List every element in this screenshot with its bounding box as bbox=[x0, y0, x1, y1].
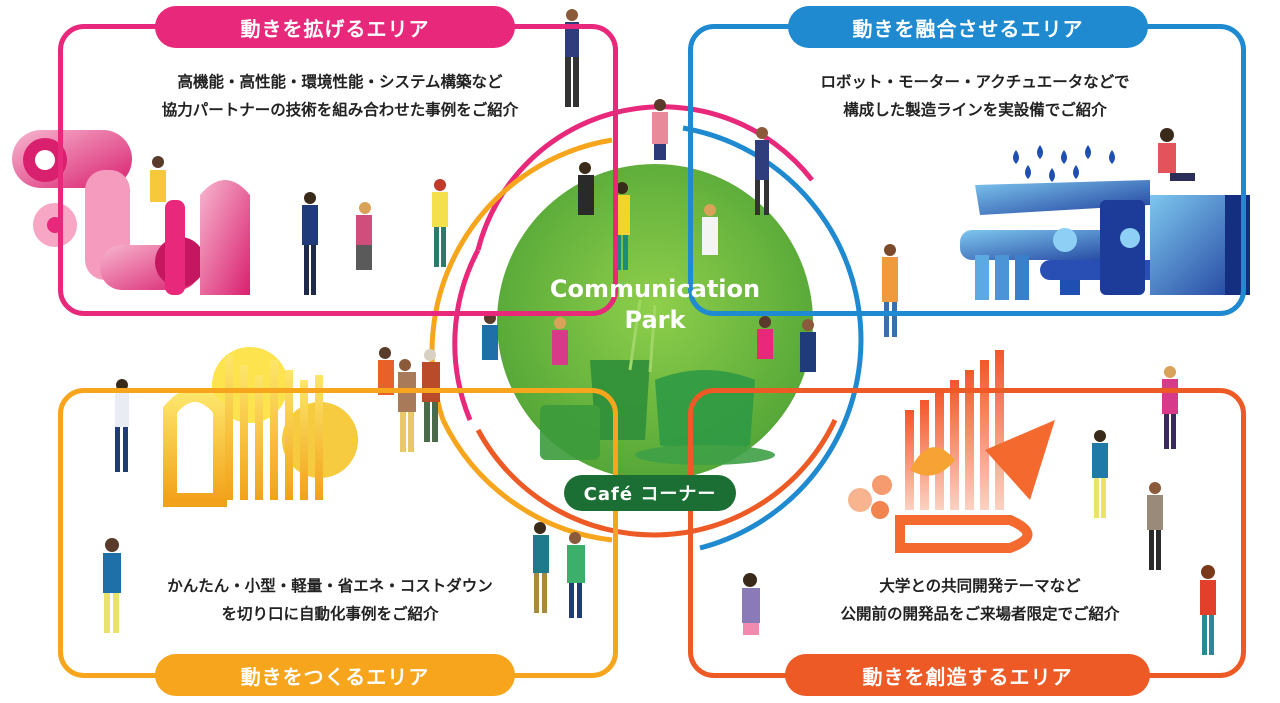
area-title-create: 動きを創造するエリア bbox=[785, 654, 1150, 696]
orange-machine-illustration bbox=[848, 350, 1055, 553]
area-description-create: 大学との共同開発テーマなど 公開前の開発品をご来場者限定でご紹介 bbox=[745, 572, 1215, 628]
description-line: ロボット・モーター・アクチュエータなどで bbox=[820, 73, 1130, 91]
area-description-fuse: ロボット・モーター・アクチュエータなどで 構成した製造ラインを実設備でご紹介 bbox=[735, 68, 1215, 124]
description-line: かんたん・小型・軽量・省エネ・コストダウン bbox=[167, 577, 493, 595]
description-line: を切り口に自動化事例をご紹介 bbox=[221, 605, 439, 623]
pink-machine-illustration bbox=[12, 130, 250, 295]
area-description-expand: 高機能・高性能・環境性能・システム構築など 協力パートナーの技術を組み合わせた事… bbox=[100, 68, 580, 124]
description-line: 公開前の開発品をご来場者限定でご紹介 bbox=[840, 605, 1120, 623]
area-panel-create bbox=[688, 388, 1246, 678]
area-title-make: 動きをつくるエリア bbox=[155, 654, 515, 696]
area-description-make: かんたん・小型・軽量・省エネ・コストダウン を切り口に自動化事例をご紹介 bbox=[120, 572, 540, 628]
yellow-machine-illustration bbox=[163, 347, 358, 507]
area-title-fuse: 動きを融合させるエリア bbox=[788, 6, 1148, 48]
cafe-corner-badge: Café コーナー bbox=[564, 475, 736, 511]
communication-park-title: Communication Park bbox=[520, 274, 790, 336]
blue-production-line-illustration bbox=[960, 145, 1250, 300]
center-title-line: Communication bbox=[549, 275, 761, 303]
description-line: 大学との共同開発テーマなど bbox=[879, 577, 1081, 595]
description-line: 高機能・高性能・環境性能・システム構築など bbox=[177, 73, 503, 91]
description-line: 構成した製造ラインを実設備でご紹介 bbox=[843, 101, 1107, 119]
people-illustrations bbox=[103, 9, 1216, 655]
description-line: 協力パートナーの技術を組み合わせた事例をご紹介 bbox=[161, 101, 519, 119]
center-title-line: Park bbox=[624, 306, 686, 334]
area-title-expand: 動きを拡げるエリア bbox=[155, 6, 515, 48]
area-panel-make bbox=[58, 388, 618, 678]
